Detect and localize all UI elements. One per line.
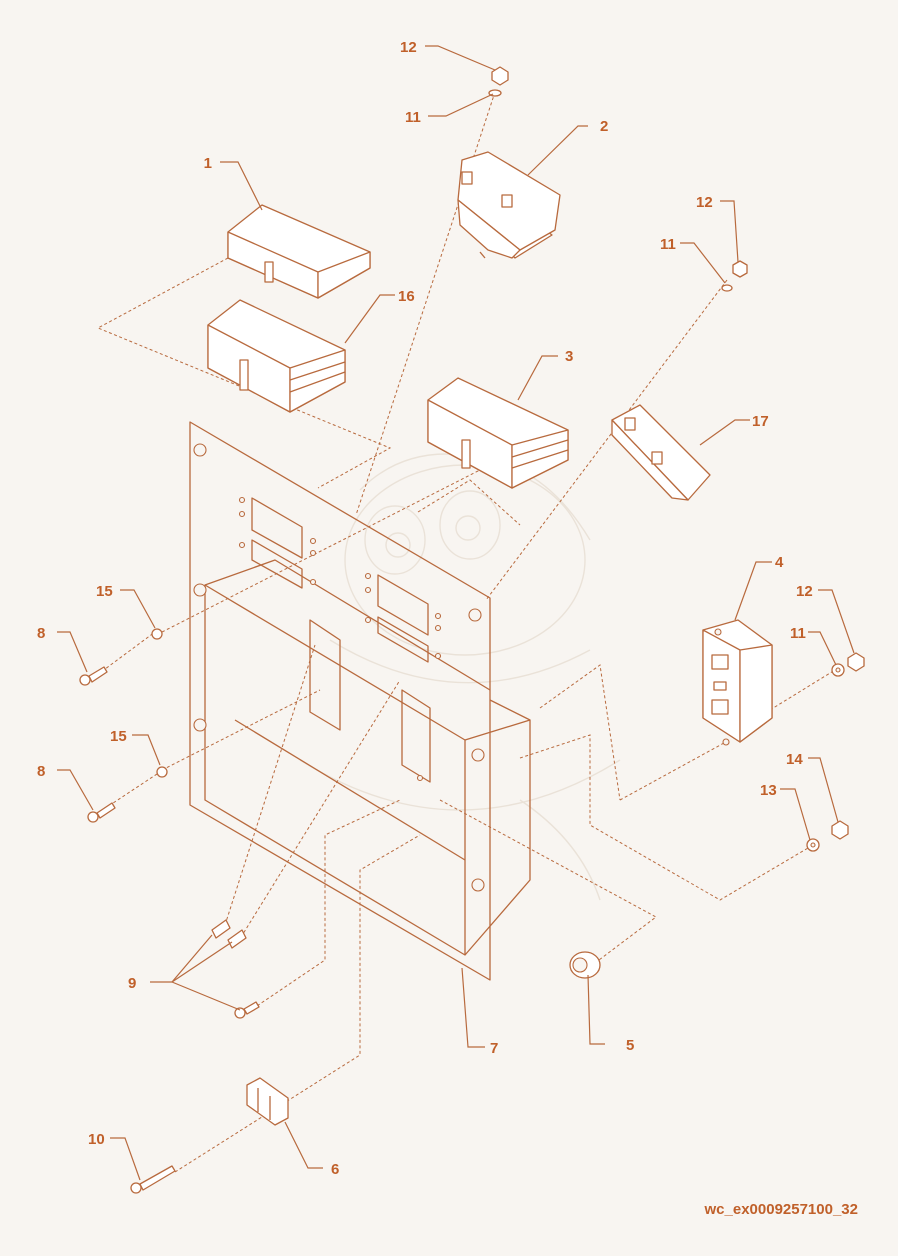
callout-15-upper: 15 xyxy=(96,583,113,600)
callout-11-right-top: 11 xyxy=(660,236,676,253)
callout-10: 10 xyxy=(88,1131,105,1148)
screw-8-upper xyxy=(79,666,108,686)
bushing-5 xyxy=(569,951,601,979)
callout-9: 9 xyxy=(128,975,136,992)
callout-8-upper: 8 xyxy=(37,625,45,642)
callout-lines xyxy=(57,45,855,1181)
callout-3: 3 xyxy=(565,348,573,365)
callout-11-right: 11 xyxy=(790,625,806,642)
callout-8-lower: 8 xyxy=(37,763,45,780)
nut-12-right-top xyxy=(732,260,748,278)
callout-16: 16 xyxy=(398,288,415,305)
washer-11-right xyxy=(831,663,845,677)
nut-12-top xyxy=(491,66,509,86)
screw-9-b xyxy=(227,929,247,949)
screw-8-lower xyxy=(87,802,116,823)
gfci-outlet-4 xyxy=(702,619,773,746)
callout-12-right-top: 12 xyxy=(696,194,713,211)
callout-4: 4 xyxy=(775,554,784,571)
callout-7: 7 xyxy=(490,1040,498,1057)
screw-9-c xyxy=(234,1001,260,1019)
washer-15-lower xyxy=(156,766,168,778)
washer-15-upper xyxy=(151,628,163,640)
washer-13 xyxy=(806,838,820,852)
callout-labels: 1 2 3 4 5 6 7 8 8 9 10 11 11 11 12 12 12… xyxy=(37,39,813,1178)
watermark-mascot xyxy=(299,453,621,901)
callout-12-right: 12 xyxy=(796,583,813,600)
panel-7 xyxy=(189,421,531,981)
callout-15-lower: 15 xyxy=(110,728,127,745)
receptacle-2 xyxy=(457,151,561,259)
callout-5: 5 xyxy=(626,1037,634,1054)
breaker-1 xyxy=(227,204,371,299)
callout-13: 13 xyxy=(760,782,777,799)
screw-9-a xyxy=(211,919,231,939)
callout-11-top: 11 xyxy=(405,109,421,126)
callout-1: 1 xyxy=(204,155,212,172)
terminal-block-6 xyxy=(246,1077,289,1126)
callout-6: 6 xyxy=(331,1161,339,1178)
breaker-16 xyxy=(207,299,346,413)
nut-14 xyxy=(831,820,849,840)
hardware xyxy=(79,66,865,1194)
nut-12-right xyxy=(847,652,865,672)
callout-14: 14 xyxy=(786,751,803,768)
screw-10 xyxy=(130,1165,176,1194)
receptacle-17 xyxy=(611,404,711,501)
breaker-3 xyxy=(427,377,569,489)
washer-11-right-top xyxy=(721,284,733,292)
callout-17: 17 xyxy=(752,413,769,430)
callout-2: 2 xyxy=(600,118,608,135)
callout-12-top: 12 xyxy=(400,39,417,56)
diagram-reference-id: wc_ex0009257100_32 xyxy=(704,1201,859,1218)
